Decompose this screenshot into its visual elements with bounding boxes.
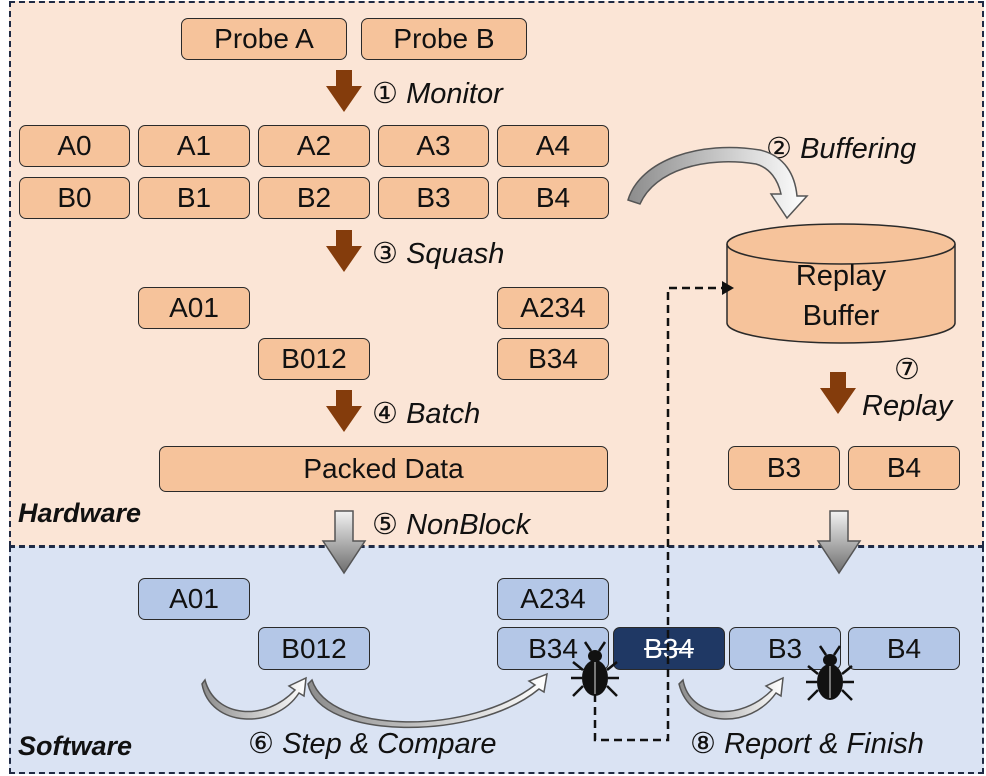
packed-data-box: Packed Data [159,446,608,492]
probe-b-box: Probe B [361,18,527,60]
signal-box-a1: A1 [138,125,250,167]
squash-arrow [326,230,362,272]
bug-icon-2 [806,645,854,701]
replay-buffer-label: Replay Buffer [727,256,955,336]
brown-down-arrows [326,70,856,432]
squashed-box-b34: B34 [497,338,609,380]
step-8-label: ⑧ Report & Finish [690,728,924,760]
dashed-arrowhead [722,281,734,295]
signal-box-b2: B2 [258,177,370,219]
dashed-feedback-line [593,286,722,742]
signal-box-a2: A2 [258,125,370,167]
hardware-label: Hardware [18,498,142,528]
sw-box-a01: A01 [138,578,250,620]
buffering-curve-arrow [627,146,809,220]
signal-box-b0: B0 [19,177,130,219]
signal-box-a3: A3 [378,125,489,167]
replay-arrow [820,372,856,414]
nonblock-arrow [321,510,367,575]
step-1-label: ① Monitor [372,78,503,110]
step-3-label: ③ Squash [372,238,505,270]
sw-box-b012: B012 [258,627,370,670]
report-curve [678,676,784,720]
replay-transfer-arrow [816,510,862,575]
step-6-label: ⑥ Step & Compare [248,728,497,760]
batch-arrow [326,390,362,432]
sw-box-b4: B4 [848,627,960,670]
probe-a-box: Probe A [181,18,347,60]
software-label: Software [18,731,133,761]
replay-buffer-line-1: Replay [795,260,887,292]
step-7-label: Replay [862,390,953,422]
bug-icon-1 [571,641,619,697]
replay-buffer-line-2: Buffer [802,300,880,332]
sw-box-a234: A234 [497,578,609,620]
step-5-label: ⑤ NonBlock [372,509,531,541]
compare-curve-2 [307,672,548,729]
compare-curve-1 [201,676,307,720]
sw-box-b3: B3 [729,627,841,670]
squashed-box-a234: A234 [497,287,609,329]
monitor-arrow [326,70,362,112]
squashed-box-a01: A01 [138,287,250,329]
squashed-box-b012: B012 [258,338,370,380]
signal-box-b4: B4 [497,177,609,219]
replay-buffer-cylinder [726,223,956,344]
step-7-num: ⑦ [894,354,920,386]
replay-box-b3: B3 [728,446,840,490]
signal-box-a0: A0 [19,125,130,167]
step-4-label: ④ Batch [372,398,481,430]
signal-box-a4: A4 [497,125,609,167]
signal-box-b3: B3 [378,177,489,219]
replay-box-b4: B4 [848,446,960,490]
signal-box-b1: B1 [138,177,250,219]
